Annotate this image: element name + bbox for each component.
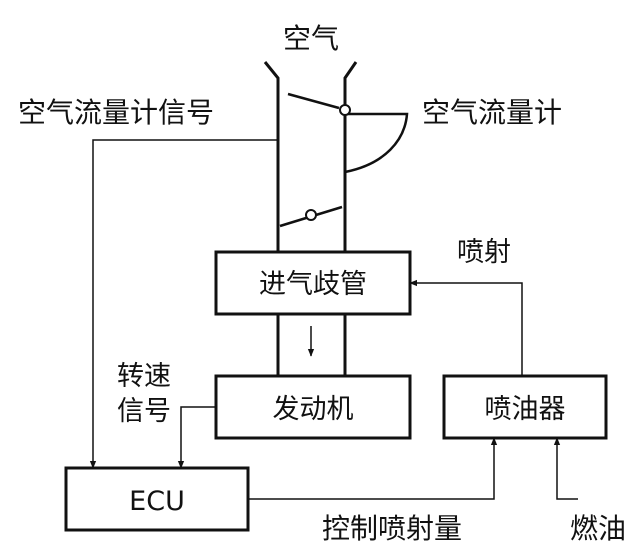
injector-block: 喷油器 [442,374,608,440]
intake-pipe [263,61,358,376]
air-label: 空气 [283,22,339,55]
ecu-label: ECU [129,486,185,517]
fuel-label: 燃油 [570,512,626,545]
engine-block: 发动机 [214,374,412,440]
control-injection-line [248,437,498,500]
throttle-valve [279,205,343,228]
speed-signal-line [177,406,216,469]
control-injection-label: 控制喷射量 [322,512,462,545]
air-flow-signal-label: 空气流量计信号 [18,96,214,129]
air-flow-meter-label: 空气流量计 [422,96,562,129]
intake-manifold-label: 进气歧管 [259,269,367,300]
injection-line [409,279,523,376]
ecu-block: ECU [64,466,250,532]
fuel-line [553,437,578,500]
speed-signal-label-2: 信号 [117,396,171,427]
air-flow-signal-line [89,139,278,469]
engine-label: 发动机 [273,394,354,425]
intake-manifold-block: 进气歧管 [214,250,412,316]
speed-signal-label-1: 转速 [117,361,171,392]
injection-label: 喷射 [457,237,511,268]
air-flow-meter-flap [287,92,409,174]
injector-label: 喷油器 [485,394,566,425]
